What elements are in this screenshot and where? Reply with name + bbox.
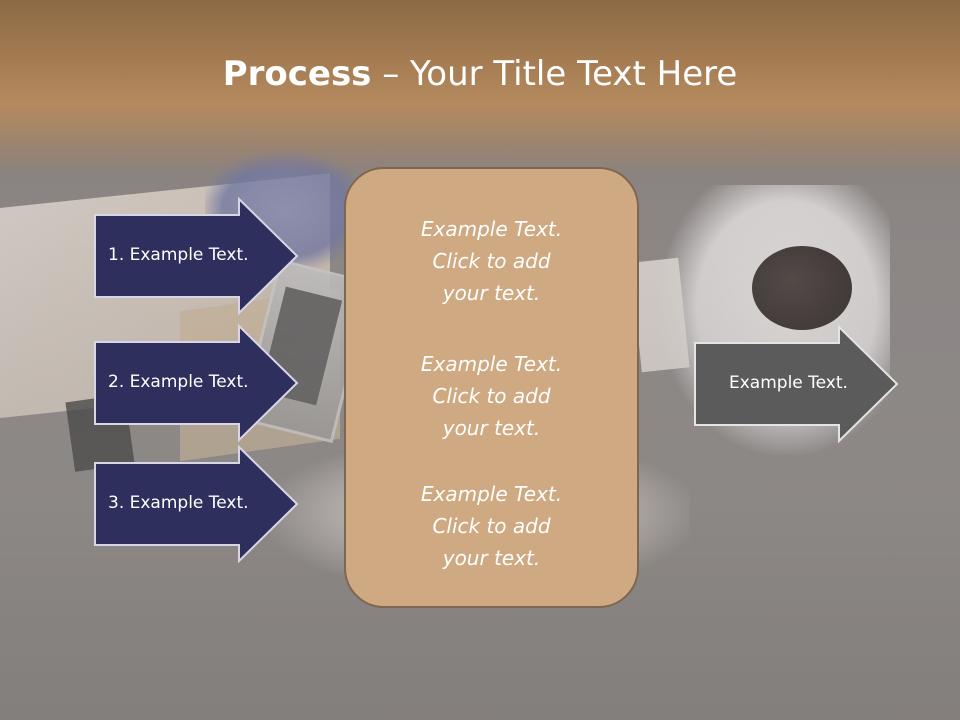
title-rest-part: – Your Title Text Here xyxy=(371,54,738,94)
center-item-1-line-1: Example Text. xyxy=(420,217,563,241)
center-item-2-line-3: your text. xyxy=(442,416,541,440)
arrow-3-label: 3. Example Text. xyxy=(108,493,249,513)
center-item-1[interactable]: Example Text. Click to add your text. xyxy=(346,213,637,309)
slide-title[interactable]: Process – Your Title Text Here xyxy=(0,50,960,98)
arrow-3-shape xyxy=(94,444,299,564)
center-item-3-line-2: Click to add xyxy=(432,514,551,538)
title-bold-part: Process xyxy=(222,54,372,94)
output-arrow-label: Example Text. xyxy=(729,373,848,393)
center-item-3-line-3: your text. xyxy=(442,546,541,570)
center-item-2-line-1: Example Text. xyxy=(420,352,563,376)
center-item-3-line-1: Example Text. xyxy=(420,482,563,506)
center-item-2-line-2: Click to add xyxy=(432,384,551,408)
output-arrow-shape xyxy=(694,324,899,444)
center-text-box[interactable]: Example Text. Click to add your text. Ex… xyxy=(344,167,639,608)
arrow-2-shape xyxy=(94,323,299,443)
center-item-1-line-2: Click to add xyxy=(432,249,551,273)
header-band xyxy=(0,0,960,175)
arrow-1-shape xyxy=(94,196,299,316)
process-arrow-3[interactable]: 3. Example Text. xyxy=(94,444,299,564)
process-arrow-1[interactable]: 1. Example Text. xyxy=(94,196,299,316)
arrow-2-label: 2. Example Text. xyxy=(108,372,249,392)
center-item-2[interactable]: Example Text. Click to add your text. xyxy=(346,348,637,444)
process-arrow-2[interactable]: 2. Example Text. xyxy=(94,323,299,443)
center-item-3[interactable]: Example Text. Click to add your text. xyxy=(346,478,637,574)
center-item-1-line-3: your text. xyxy=(442,281,541,305)
arrow-1-label: 1. Example Text. xyxy=(108,245,249,265)
output-arrow[interactable]: Example Text. xyxy=(694,324,899,444)
